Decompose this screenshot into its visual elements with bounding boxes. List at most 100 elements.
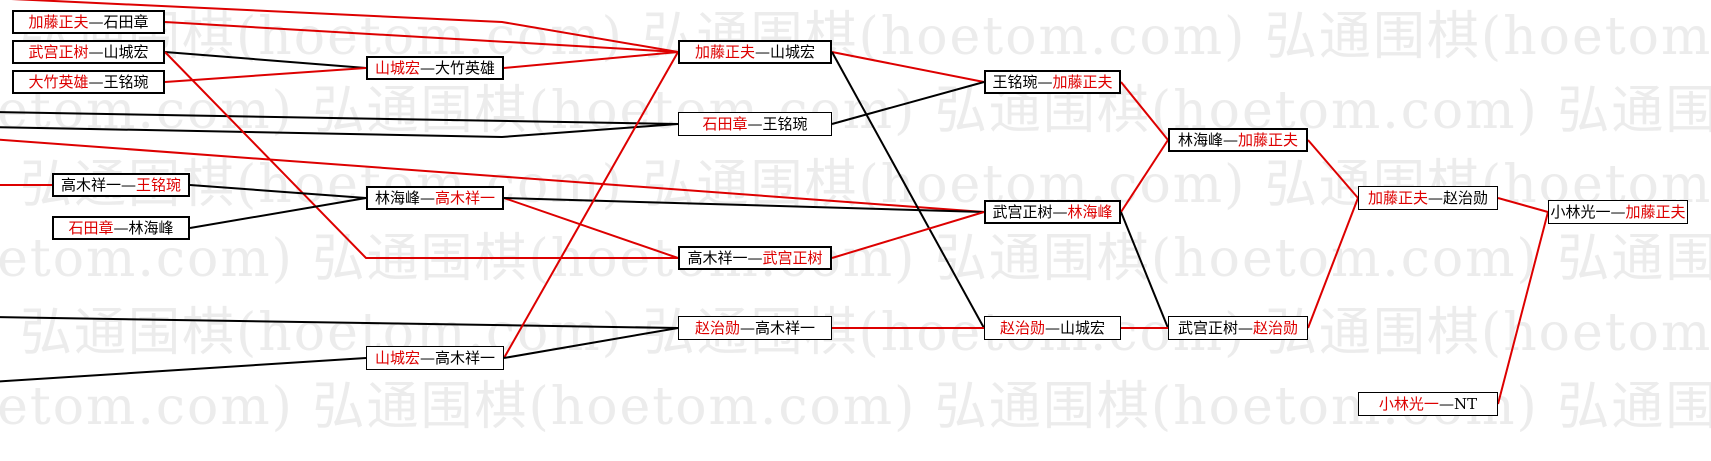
- player-right: 加藤正夫: [1238, 131, 1299, 149]
- connector-line: [189, 184, 367, 199]
- match-box-m3: 大竹英雄—王铭琬: [12, 70, 165, 94]
- match-box-m10: 石田章—王铭琬: [678, 112, 832, 136]
- player-left: 加藤正夫: [694, 43, 755, 61]
- match-box-m13: 王铭琬—加藤正夫: [984, 70, 1121, 94]
- player-left: 大竹英雄: [28, 73, 89, 91]
- connector-line: [164, 51, 678, 259]
- player-right: NT: [1453, 395, 1478, 413]
- connector-line: [0, 316, 679, 329]
- connector-line: [164, 21, 679, 53]
- connector-line: [0, 123, 679, 139]
- separator: —: [1223, 131, 1238, 149]
- player-right: 大竹英雄: [435, 59, 496, 77]
- separator: —: [1610, 203, 1626, 221]
- separator: —: [1045, 319, 1060, 337]
- player-left: 林海峰: [374, 189, 420, 207]
- player-right: 赵治勋: [1443, 189, 1489, 207]
- player-right: 山城宏: [1060, 319, 1106, 337]
- connector-line: [0, 138, 985, 213]
- player-right: 加藤正夫: [1052, 73, 1113, 91]
- player-right: 林海峰: [1067, 203, 1113, 221]
- player-left: 石田章: [68, 219, 114, 237]
- match-box-m18: 加藤正夫—赵治勋: [1358, 186, 1498, 210]
- separator: —: [1238, 319, 1253, 337]
- match-box-m12: 赵治勋—高木祥一: [678, 316, 832, 340]
- connector-line: [503, 327, 679, 359]
- separator: —: [747, 249, 763, 267]
- player-right: 高木祥一: [435, 189, 496, 207]
- player-left: 小林光一: [1550, 203, 1611, 221]
- player-left: 加藤正夫: [28, 13, 89, 31]
- match-box-m4: 高木祥一—王铭琬: [52, 173, 190, 197]
- connector-line: [1497, 211, 1549, 405]
- player-right: 武宫正树: [762, 249, 823, 267]
- separator: —: [88, 73, 104, 91]
- separator: —: [1037, 73, 1053, 91]
- connector-line: [1307, 139, 1359, 199]
- player-right: 石田章: [103, 13, 149, 31]
- player-right: 王铭琬: [136, 176, 182, 194]
- separator: —: [1428, 189, 1443, 207]
- match-box-m19: 小林光一—NT: [1358, 392, 1498, 416]
- connector-line: [831, 51, 985, 329]
- connector-line: [503, 51, 679, 69]
- player-left: 武宫正树: [1177, 319, 1238, 337]
- separator: —: [420, 189, 435, 207]
- separator: —: [747, 115, 763, 133]
- player-right: 高木祥一: [755, 319, 816, 337]
- player-left: 武宫正树: [992, 203, 1053, 221]
- separator: —: [113, 219, 129, 237]
- connector-line: [831, 51, 985, 83]
- match-box-m7: 林海峰—高木祥一: [366, 186, 504, 210]
- connector-line: [1307, 197, 1359, 329]
- player-left: 高木祥一: [60, 176, 121, 194]
- match-box-m15: 赵治勋—山城宏: [984, 316, 1121, 340]
- match-box-m16: 林海峰—加藤正夫: [1168, 128, 1308, 152]
- player-right: 山城宏: [770, 43, 816, 61]
- connector-line: [189, 197, 367, 229]
- player-left: 武宫正树: [28, 43, 89, 61]
- separator: —: [740, 319, 755, 337]
- match-box-m2: 武宫正树—山城宏: [12, 40, 165, 64]
- separator: —: [121, 176, 136, 194]
- player-right: 高木祥一: [435, 349, 496, 367]
- connector-line: [164, 51, 367, 69]
- separator: —: [755, 43, 770, 61]
- match-box-m17: 武宫正树—赵治勋: [1168, 316, 1308, 340]
- player-left: 林海峰: [1177, 131, 1223, 149]
- player-left: 高木祥一: [687, 249, 748, 267]
- player-left: 赵治勋: [694, 319, 740, 337]
- connector-line: [1497, 197, 1549, 213]
- player-left: 小林光一: [1378, 395, 1439, 413]
- connector-line: [831, 81, 985, 125]
- match-box-m1: 加藤正夫—石田章: [12, 10, 165, 34]
- player-left: 山城宏: [374, 59, 420, 77]
- connector-line: [164, 67, 367, 83]
- connector-line: [0, 357, 367, 383]
- match-box-m11: 高木祥一—武宫正树: [678, 246, 832, 270]
- separator: —: [420, 59, 435, 77]
- player-left: 王铭琬: [992, 73, 1038, 91]
- separator: —: [88, 43, 104, 61]
- connector-line: [1120, 211, 1169, 329]
- connector-line: [0, 111, 679, 125]
- player-right: 王铭琬: [762, 115, 808, 133]
- match-box-m14: 武宫正树—林海峰: [984, 200, 1121, 224]
- connector-line: [831, 211, 985, 259]
- connector-line: [503, 197, 985, 213]
- separator: —: [88, 13, 104, 31]
- match-box-m8: 山城宏—高木祥一: [366, 346, 504, 370]
- connector-line: [503, 51, 679, 359]
- player-left: 加藤正夫: [1367, 189, 1428, 207]
- player-left: 山城宏: [374, 349, 420, 367]
- match-box-m6: 山城宏—大竹英雄: [366, 56, 504, 80]
- connector-line: [1120, 139, 1169, 213]
- match-box-m20: 小林光一—加藤正夫: [1548, 200, 1688, 224]
- player-right: 王铭琬: [103, 73, 149, 91]
- connector-line: [503, 197, 679, 259]
- separator: —: [1052, 203, 1068, 221]
- player-left: 赵治勋: [999, 319, 1045, 337]
- connector-line: [11, 0, 679, 53]
- player-left: 石田章: [702, 115, 748, 133]
